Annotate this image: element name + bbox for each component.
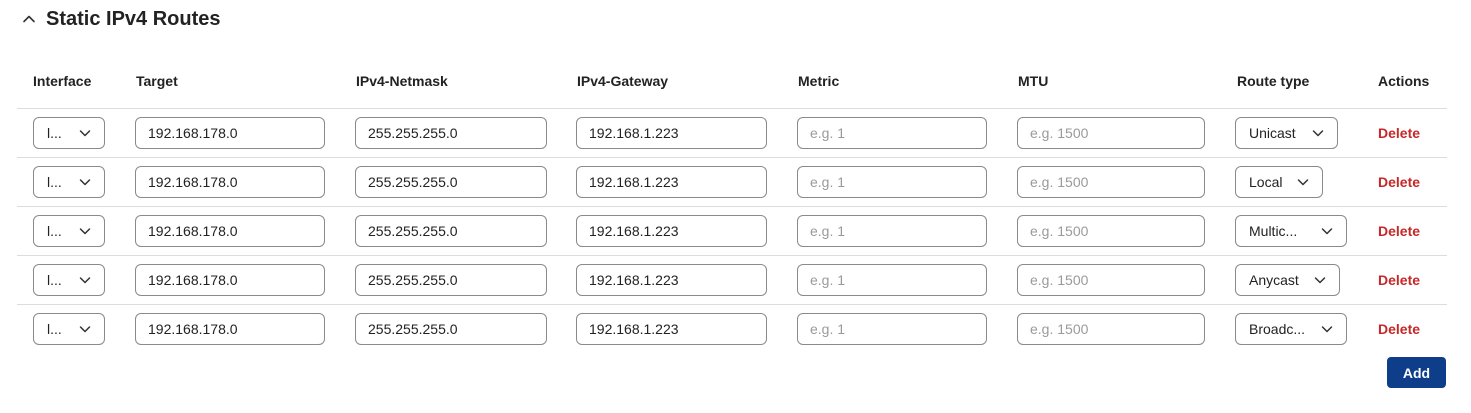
netmask-input[interactable]: 255.255.255.0: [355, 264, 547, 296]
interface-select[interactable]: l...: [33, 166, 105, 198]
column-header-netmask: IPv4-Netmask: [356, 73, 448, 89]
netmask-input[interactable]: 255.255.255.0: [355, 215, 547, 247]
route-type-value: Multic...: [1249, 223, 1298, 239]
metric-input[interactable]: e.g. 1: [797, 166, 987, 198]
column-header-mtu: MTU: [1018, 73, 1049, 89]
delete-button[interactable]: Delete: [1378, 174, 1421, 190]
chevron-down-icon: [1311, 126, 1325, 140]
gateway-input[interactable]: 192.168.1.223: [576, 313, 767, 345]
chevron-down-icon: [1296, 175, 1310, 189]
route-type-select[interactable]: Local: [1235, 166, 1323, 198]
chevron-down-icon: [1320, 224, 1334, 238]
mtu-input[interactable]: e.g. 1500: [1017, 264, 1205, 296]
target-input[interactable]: 192.168.178.0: [135, 215, 325, 247]
delete-button[interactable]: Delete: [1378, 125, 1421, 141]
interface-value: l...: [47, 223, 62, 239]
interface-value: l...: [47, 174, 62, 190]
section-toggle[interactable]: Static IPv4 Routes: [20, 5, 221, 33]
add-button[interactable]: Add: [1387, 357, 1446, 388]
route-type-select[interactable]: Unicast: [1235, 117, 1338, 149]
chevron-down-icon: [78, 126, 92, 140]
delete-button[interactable]: Delete: [1378, 223, 1421, 239]
gateway-input[interactable]: 192.168.1.223: [576, 215, 767, 247]
column-header-interface: Interface: [33, 73, 92, 89]
gateway-input[interactable]: 192.168.1.223: [576, 264, 767, 296]
column-header-actions: Actions: [1378, 73, 1430, 89]
netmask-input[interactable]: 255.255.255.0: [355, 117, 547, 149]
gateway-input[interactable]: 192.168.1.223: [576, 166, 767, 198]
target-input[interactable]: 192.168.178.0: [135, 166, 325, 198]
gateway-input[interactable]: 192.168.1.223: [576, 117, 767, 149]
netmask-input[interactable]: 255.255.255.0: [355, 313, 547, 345]
target-input[interactable]: 192.168.178.0: [135, 117, 325, 149]
chevron-down-icon: [1313, 273, 1327, 287]
route-type-value: Anycast: [1249, 272, 1299, 288]
mtu-input[interactable]: e.g. 1500: [1017, 117, 1205, 149]
table-row: l... 192.168.178.0 255.255.255.0 192.168…: [17, 207, 1447, 256]
table-row: l... 192.168.178.0 255.255.255.0 192.168…: [17, 256, 1447, 305]
table-row: l... 192.168.178.0 255.255.255.0 192.168…: [17, 158, 1447, 207]
route-type-select[interactable]: Anycast: [1235, 264, 1340, 296]
mtu-input[interactable]: e.g. 1500: [1017, 215, 1205, 247]
section-title: Static IPv4 Routes: [46, 7, 221, 30]
target-input[interactable]: 192.168.178.0: [135, 264, 325, 296]
column-header-metric: Metric: [798, 73, 840, 89]
interface-value: l...: [47, 125, 62, 141]
table-row: l... 192.168.178.0 255.255.255.0 192.168…: [17, 305, 1447, 353]
interface-select[interactable]: l...: [33, 264, 105, 296]
column-header-route-type: Route type: [1237, 73, 1310, 89]
metric-input[interactable]: e.g. 1: [797, 264, 987, 296]
chevron-up-icon[interactable]: [20, 10, 38, 28]
target-input[interactable]: 192.168.178.0: [135, 313, 325, 345]
route-type-value: Broadc...: [1249, 321, 1306, 337]
metric-input[interactable]: e.g. 1: [797, 117, 987, 149]
interface-select[interactable]: l...: [33, 313, 105, 345]
table-header: Interface Target IPv4-Netmask IPv4-Gatew…: [17, 57, 1447, 109]
metric-input[interactable]: e.g. 1: [797, 215, 987, 247]
chevron-down-icon: [78, 273, 92, 287]
interface-select[interactable]: l...: [33, 117, 105, 149]
metric-input[interactable]: e.g. 1: [797, 313, 987, 345]
interface-select[interactable]: l...: [33, 215, 105, 247]
table-row: l... 192.168.178.0 255.255.255.0 192.168…: [17, 109, 1447, 158]
interface-value: l...: [47, 321, 62, 337]
routes-table: Interface Target IPv4-Netmask IPv4-Gatew…: [17, 57, 1447, 353]
chevron-down-icon: [78, 322, 92, 336]
netmask-input[interactable]: 255.255.255.0: [355, 166, 547, 198]
route-type-select[interactable]: Multic...: [1235, 215, 1347, 247]
column-header-target: Target: [136, 73, 178, 89]
route-type-value: Unicast: [1249, 125, 1296, 141]
route-type-select[interactable]: Broadc...: [1235, 313, 1347, 345]
mtu-input[interactable]: e.g. 1500: [1017, 313, 1205, 345]
chevron-down-icon: [78, 224, 92, 238]
column-header-gateway: IPv4-Gateway: [577, 73, 669, 89]
chevron-down-icon: [1320, 322, 1334, 336]
delete-button[interactable]: Delete: [1378, 272, 1421, 288]
chevron-down-icon: [78, 175, 92, 189]
mtu-input[interactable]: e.g. 1500: [1017, 166, 1205, 198]
route-type-value: Local: [1249, 174, 1283, 190]
interface-value: l...: [47, 272, 62, 288]
delete-button[interactable]: Delete: [1378, 321, 1421, 337]
